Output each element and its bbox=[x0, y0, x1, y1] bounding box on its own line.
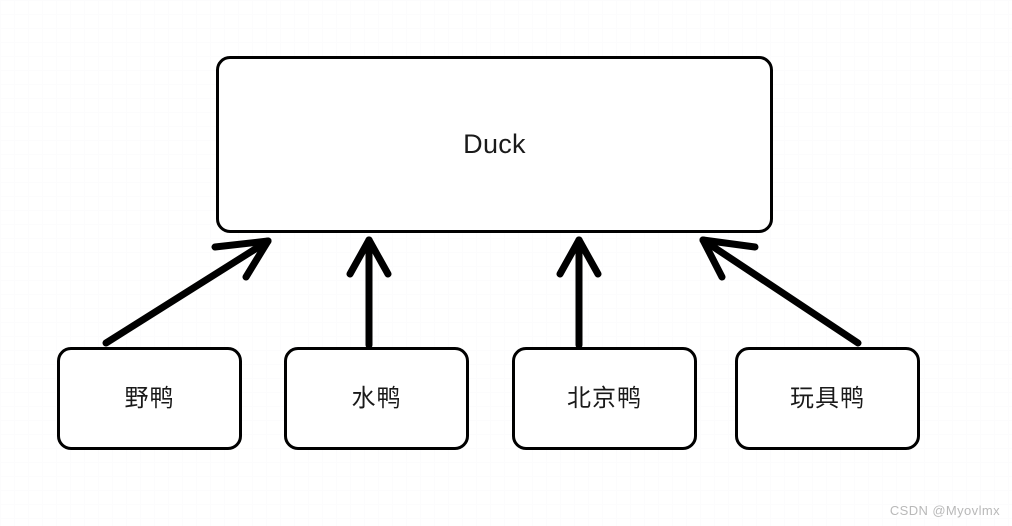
edge-peking-duck-to-duck bbox=[556, 236, 602, 349]
class-node-toy-duck-label: 玩具鸭 bbox=[790, 384, 865, 412]
class-node-wild-duck-label: 野鸭 bbox=[124, 384, 175, 412]
edge-wild-duck-to-duck bbox=[102, 237, 272, 347]
class-node-duck[interactable]: Duck bbox=[216, 56, 773, 233]
class-node-teal-duck[interactable]: 水鸭 bbox=[284, 347, 469, 450]
class-node-duck-label: Duck bbox=[463, 129, 526, 159]
watermark-text: CSDN @Myovlmx bbox=[889, 503, 1000, 518]
class-node-peking-duck-label: 北京鸭 bbox=[567, 384, 642, 412]
class-node-toy-duck[interactable]: 玩具鸭 bbox=[735, 347, 920, 450]
class-node-peking-duck[interactable]: 北京鸭 bbox=[512, 347, 697, 450]
class-node-wild-duck[interactable]: 野鸭 bbox=[57, 347, 242, 450]
edge-toy-duck-to-duck bbox=[699, 236, 862, 347]
edge-teal-duck-to-duck bbox=[346, 236, 392, 349]
class-node-teal-duck-label: 水鸭 bbox=[351, 384, 402, 412]
